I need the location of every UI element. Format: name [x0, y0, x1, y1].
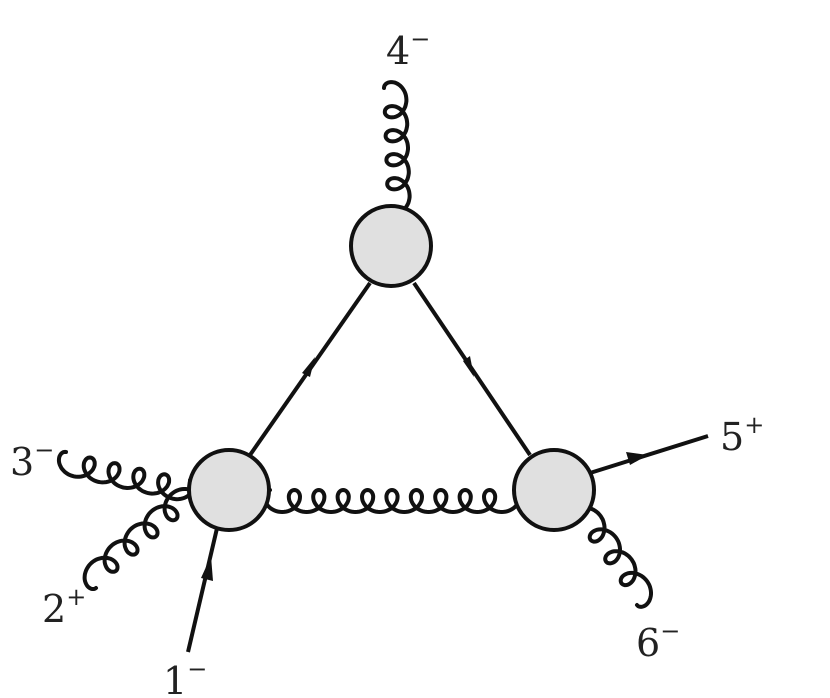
- arrow-fermion-5: [626, 452, 648, 465]
- gluon-lines: [56, 80, 653, 609]
- vertex-blobs: [187, 204, 596, 532]
- label-particle-6: 6−: [636, 617, 680, 665]
- label-particle-1: 1−: [163, 655, 207, 698]
- gluon-2: [82, 487, 200, 591]
- gluon-4: [382, 80, 412, 216]
- fermion-5: [589, 434, 709, 475]
- arrow-right-edge: [463, 356, 474, 377]
- label-particle-4: 4−: [386, 25, 430, 73]
- vertex-top: [349, 204, 433, 288]
- gluon-6: [572, 505, 653, 609]
- label-particle-3: 3−: [10, 436, 54, 484]
- vertex-right: [512, 448, 596, 532]
- triangle-fermion-lines: [248, 281, 532, 457]
- gluon-3: [56, 449, 196, 502]
- arrow-fermion-1: [201, 556, 213, 581]
- label-particle-5: 5+: [720, 411, 764, 459]
- arrow-left-edge: [302, 357, 315, 377]
- fermion-1: [186, 523, 220, 653]
- vertex-left: [187, 448, 271, 532]
- label-particle-2: 2+: [42, 583, 86, 631]
- gluon-internal: [262, 487, 522, 515]
